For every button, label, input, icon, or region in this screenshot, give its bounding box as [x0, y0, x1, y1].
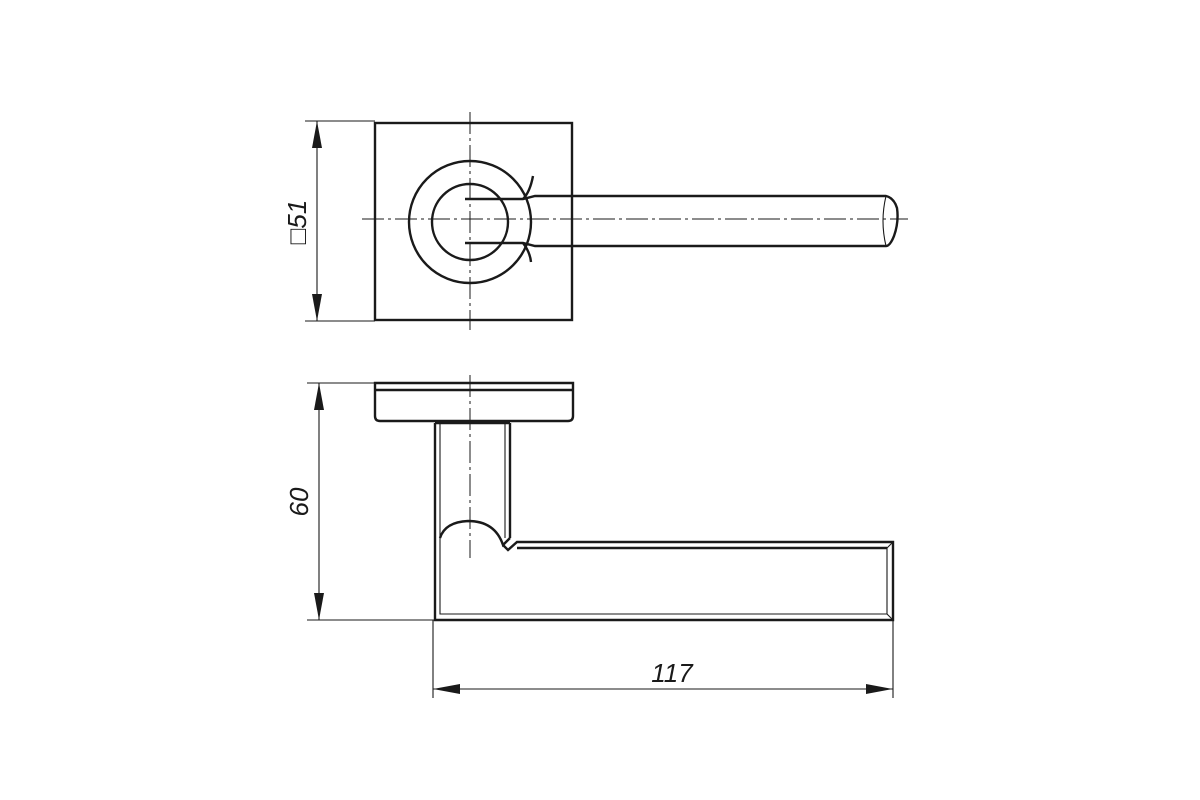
rosette-plate-side: [373, 381, 575, 423]
transition-scoop: [438, 519, 511, 548]
top-view: □51: [282, 112, 908, 330]
dim117-label: 117: [651, 658, 694, 688]
lever-arm-end-edge: [882, 195, 887, 247]
lever-end-bevel-top: [886, 541, 894, 549]
dim117-arrow-right: [866, 684, 893, 694]
lever-neck-lower: [522, 242, 533, 263]
dim51-label: □51: [282, 200, 312, 245]
dim60-arrow-top: [314, 383, 324, 410]
dim60-arrow-bottom: [314, 593, 324, 620]
lever-end-bevel-bottom: [886, 613, 894, 621]
lever-neck-upper: [522, 175, 535, 200]
lever-body-side: [433, 538, 895, 622]
dim51-arrow-bottom: [312, 294, 322, 321]
dim60-label: 60: [284, 487, 314, 516]
dim51-arrow-top: [312, 121, 322, 148]
dim117-arrow-left: [433, 684, 460, 694]
lever-arm-top: [465, 194, 899, 248]
square-rosette: [373, 121, 574, 322]
side-view: 60 117: [284, 375, 895, 698]
